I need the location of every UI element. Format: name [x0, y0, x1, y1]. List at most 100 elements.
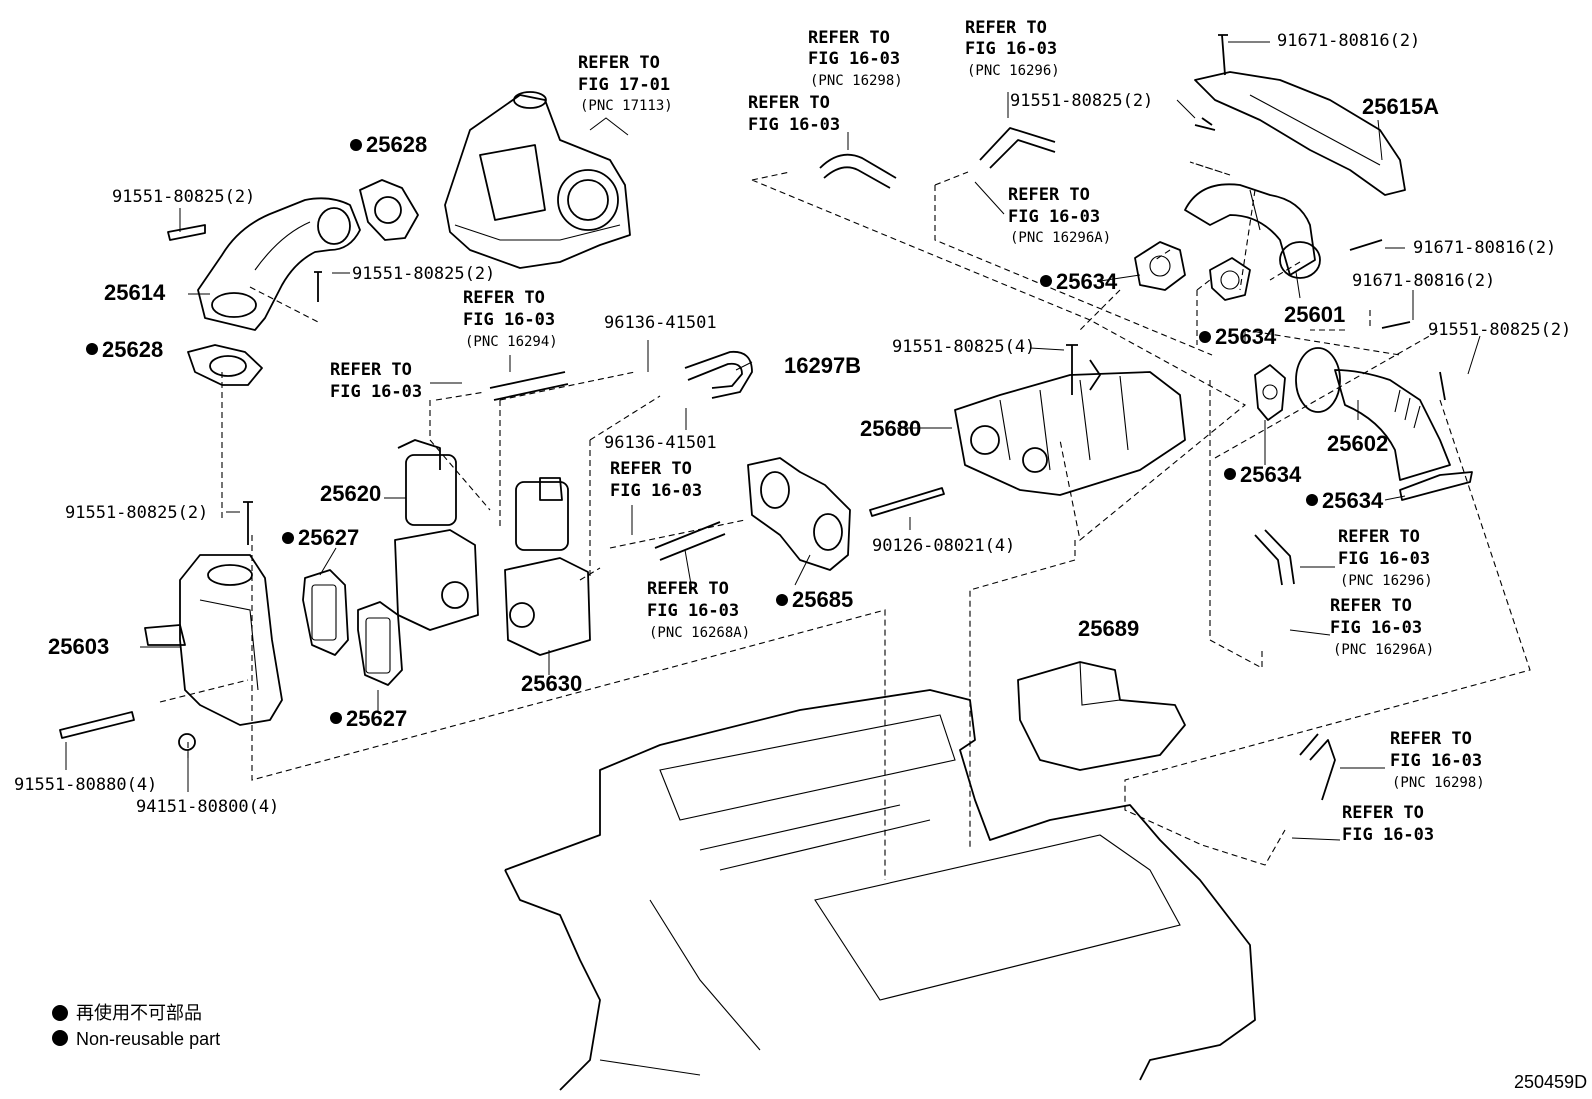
pipe-25614-drawing: [197, 197, 361, 331]
part-bolt-e: 91551-80825(4): [892, 337, 1035, 357]
part-25603: 25603: [48, 634, 109, 659]
ref-16296a-top-line1: REFER TO: [1008, 185, 1090, 205]
assembly-lines: [159, 161, 1531, 880]
part-clip-b: 96136-41501: [604, 433, 717, 453]
legend-en: Non-reusable part: [76, 1029, 220, 1049]
non-reusable-dot: [1224, 468, 1236, 480]
ref-16296a-right-line1: REFER TO: [1330, 596, 1412, 616]
part-bolt-a: 91551-80825(2): [112, 187, 255, 207]
ref-16298-right-line1: REFER TO: [1390, 729, 1472, 749]
legend-dot-jp: [52, 1005, 68, 1021]
part-25627-a: 25627: [298, 525, 359, 550]
part-bolt-h: 91671-80816(2): [1277, 31, 1420, 51]
insulator-25689-drawing: [1017, 661, 1186, 771]
ref-16294-line3: (PNC 16294): [465, 334, 558, 350]
ref-plain-d-line2: FIG 16-03: [1342, 825, 1434, 845]
egr-cooler-25680-drawing: [954, 359, 1186, 496]
ref-16268a-line3: (PNC 16268A): [649, 625, 750, 641]
ref-16294-line2: FIG 16-03: [463, 310, 555, 330]
egr-valve-25630-drawing: [504, 477, 591, 656]
non-reusable-dot: [1199, 331, 1211, 343]
ref-16298-top-line3: (PNC 16298): [810, 73, 903, 89]
legend-dot-en: [52, 1030, 68, 1046]
pipe-25601-drawing: [1184, 183, 1321, 279]
part-25627-b: 25627: [346, 706, 407, 731]
part-nut-a: 94151-80800(4): [136, 797, 279, 817]
gasket-25628-top-drawing: [359, 179, 419, 241]
part-25601: 25601: [1284, 302, 1345, 327]
egr-valve-25620-drawing: [394, 439, 479, 631]
ref-16298-right-line2: FIG 16-03: [1390, 751, 1482, 771]
ref-16296a-top-line2: FIG 16-03: [1008, 207, 1100, 227]
engine-block-drawing: [504, 689, 1256, 1091]
bolts-drawing: [59, 34, 1446, 751]
ref-16268a-line2: FIG 16-03: [647, 601, 739, 621]
ref-16296a-right-line3: (PNC 16296A): [1333, 642, 1434, 658]
stud-drawing: [869, 487, 945, 517]
part-bolt-b: 91551-80825(2): [352, 264, 495, 284]
part-25634-d: 25634: [1322, 488, 1384, 513]
ref-plain-b-line1: REFER TO: [330, 360, 412, 380]
gasket-25634-b-drawing: [1209, 257, 1251, 301]
pipe-25602-drawing: [1295, 347, 1451, 481]
hoses-drawing: [489, 127, 1336, 801]
ref-16296-right-line1: REFER TO: [1338, 527, 1420, 547]
ref-16298-right-line3: (PNC 16298): [1392, 775, 1485, 791]
ref-16294-line1: REFER TO: [463, 288, 545, 308]
part-bolt-f: 91551-80825(2): [1428, 320, 1571, 340]
ref-16296-right-line2: FIG 16-03: [1338, 549, 1430, 569]
gasket-25634-a-drawing: [1134, 241, 1186, 291]
adapter-25603-drawing: [144, 554, 283, 726]
non-reusable-dot: [282, 532, 294, 544]
part-25614: 25614: [104, 280, 166, 305]
part-bolt-g: 91551-80880(4): [14, 775, 157, 795]
ref-plain-a-line2: FIG 16-03: [748, 115, 840, 135]
ref-16296-top-line3: (PNC 16296): [967, 63, 1060, 79]
part-16297b: 16297B: [784, 353, 861, 378]
ref-16296-right-line3: (PNC 16296): [1340, 573, 1433, 589]
gasket-25628-left-drawing: [187, 344, 263, 386]
ref-17-01-line2: FIG 17-01: [578, 75, 670, 95]
non-reusable-dot: [350, 139, 362, 151]
ref-16296a-right-line2: FIG 16-03: [1330, 618, 1422, 638]
part-25685: 25685: [792, 587, 853, 612]
part-number-labels: 25628 25628 25614 91551-80825(2) 91551-8…: [14, 31, 1571, 817]
gasket-25685-drawing: [747, 457, 851, 571]
part-25634-a: 25634: [1056, 269, 1118, 294]
ref-plain-c-line1: REFER TO: [610, 459, 692, 479]
non-reusable-dot: [776, 594, 788, 606]
non-reusable-dot: [330, 712, 342, 724]
ref-17-01-line1: REFER TO: [578, 53, 660, 73]
non-reusable-dot: [86, 343, 98, 355]
gasket-25634-c-drawing: [1254, 364, 1286, 421]
ref-plain-d-line1: REFER TO: [1342, 803, 1424, 823]
gasket-25634-d-drawing: [1399, 471, 1473, 501]
non-reusable-dot: [1040, 275, 1052, 287]
part-25628-top: 25628: [366, 132, 427, 157]
ref-16296-top-line2: FIG 16-03: [965, 39, 1057, 59]
ref-16298-top-line2: FIG 16-03: [808, 49, 900, 69]
part-25620: 25620: [320, 481, 381, 506]
gasket-25627-a-drawing: [302, 569, 349, 656]
ref-plain-c-line2: FIG 16-03: [610, 481, 702, 501]
part-25615a: 25615A: [1362, 94, 1439, 119]
part-25602: 25602: [1327, 431, 1388, 456]
part-25634-b: 25634: [1215, 324, 1277, 349]
non-reusable-dot: [1306, 494, 1318, 506]
part-bolt-j: 91671-80816(2): [1352, 271, 1495, 291]
ref-plain-a-line1: REFER TO: [748, 93, 830, 113]
gasket-25627-b-drawing: [357, 601, 403, 686]
legend: 再使用不可部品 Non-reusable part: [52, 1003, 220, 1049]
ref-16298-top-line1: REFER TO: [808, 28, 890, 48]
ref-16296a-top-line3: (PNC 16296A): [1010, 230, 1111, 246]
part-stud: 90126-08021(4): [872, 536, 1015, 556]
cover-25615a-drawing: [1194, 71, 1406, 196]
part-clip-a: 96136-41501: [604, 313, 717, 333]
part-25689: 25689: [1078, 616, 1139, 641]
part-bolt-d: 91551-80825(2): [1010, 91, 1153, 111]
part-bolt-c: 91551-80825(2): [65, 503, 208, 523]
part-25630: 25630: [521, 671, 582, 696]
figure-id: 250459D: [1514, 1072, 1587, 1092]
